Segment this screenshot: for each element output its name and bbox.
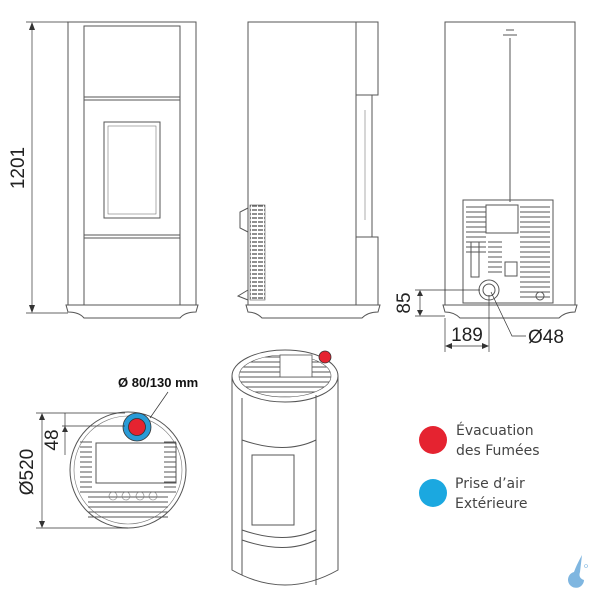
side-view [236, 21, 381, 319]
rear-dimensions: 85 189 Ø48 [394, 289, 564, 352]
legend-flue-line1: Évacuation [456, 422, 534, 439]
flue-outlet-marker [128, 418, 146, 436]
perspective-view [231, 349, 339, 586]
body-diameter-label: Ø520 [17, 449, 38, 495]
outlet-offset-label: 189 [451, 325, 483, 346]
flue-diameter-label: Ø 80/130 mm [118, 375, 198, 390]
height-label: 1201 [8, 147, 29, 189]
legend-item-air: Prise d’air Extérieure [419, 476, 527, 512]
rear-view [442, 21, 578, 319]
front-view [65, 21, 199, 319]
top-view: Ø 80/130 mm [69, 375, 198, 529]
outlet-diameter-label: Ø48 [528, 327, 564, 348]
top-offset-label: 48 [42, 429, 63, 450]
legend-air-line2: Extérieure [455, 496, 527, 512]
legend-air-line1: Prise d’air [455, 476, 525, 492]
outlet-height-label: 85 [394, 292, 415, 313]
legend: Évacuation des Fumées Prise d’air Extéri… [419, 422, 540, 512]
legend-flue-line2: des Fumées [456, 443, 540, 459]
brand-logo-icon [568, 555, 588, 588]
top-dimensions: 48 Ø520 [17, 412, 128, 529]
legend-item-flue: Évacuation des Fumées [419, 422, 540, 459]
height-dimension: 1201 [8, 21, 68, 314]
